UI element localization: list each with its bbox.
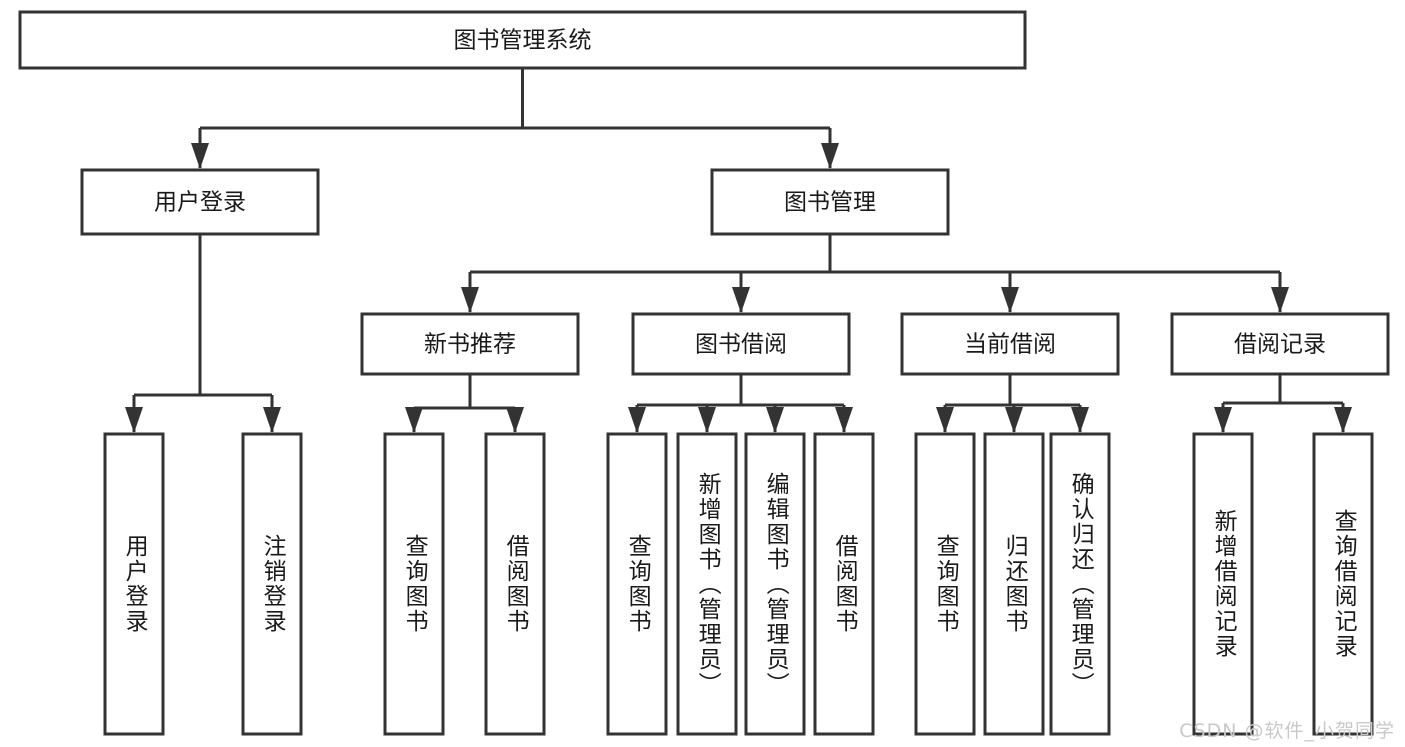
node-label-user-login: 用户登录 xyxy=(154,190,246,216)
node-box-leaf-add-record[interactable] xyxy=(1192,432,1254,736)
node-box-root[interactable] xyxy=(18,10,1027,70)
arrow-head-icon-leaf-user-login xyxy=(125,407,143,433)
arrow-head-icon-leaf-borrow-book xyxy=(835,407,853,433)
node-label-leaf-borrow-book-recommend: 借阅图书 xyxy=(502,534,529,634)
arrow-head-icon-leaf-logout xyxy=(263,407,281,433)
node-label-leaf-borrow-book: 借阅图书 xyxy=(831,534,858,634)
arrow-head-icon-book-borrow xyxy=(732,287,750,313)
node-label-borrow-record: 借阅记录 xyxy=(1234,332,1326,358)
arrow-head-icon-leaf-add-book xyxy=(698,407,716,433)
arrow-head-icon-leaf-add-record xyxy=(1214,407,1232,433)
arrow-head-icon-leaf-query-book-borrow xyxy=(628,407,646,433)
node-label-leaf-edit-book: 编辑图书（管理员） xyxy=(762,471,789,697)
arrow-head-icon-leaf-edit-book xyxy=(766,407,784,433)
node-box-leaf-query-book-borrow[interactable] xyxy=(606,432,668,736)
arrow-head-icon-borrow-record xyxy=(1271,287,1289,313)
node-box-book-manage[interactable] xyxy=(710,168,950,236)
node-label-leaf-logout: 注销登录 xyxy=(259,534,286,634)
arrow-head-icon-book-manage xyxy=(821,143,839,169)
watermark-text: CSDN @软件_小贺同学 xyxy=(1179,720,1395,742)
node-label-leaf-add-record: 新增借阅记录 xyxy=(1210,509,1237,659)
node-box-leaf-user-login[interactable] xyxy=(103,432,165,736)
node-label-leaf-query-book-current: 查询图书 xyxy=(932,534,959,634)
node-box-user-login[interactable] xyxy=(80,168,320,236)
node-box-leaf-borrow-book-recommend[interactable] xyxy=(484,432,546,736)
node-label-leaf-user-login: 用户登录 xyxy=(121,534,148,634)
node-box-leaf-borrow-book[interactable] xyxy=(813,432,875,736)
node-label-leaf-query-book-borrow: 查询图书 xyxy=(624,534,651,634)
node-box-new-book-recommend[interactable] xyxy=(360,312,580,376)
arrow-head-icon-leaf-borrow-book-recommend xyxy=(506,407,524,433)
boxes-layer xyxy=(18,10,1390,736)
node-box-leaf-add-book[interactable] xyxy=(676,432,738,736)
arrow-head-icon-leaf-query-book-current xyxy=(936,407,954,433)
arrow-head-icon-user-login xyxy=(191,143,209,169)
node-label-book-borrow: 图书借阅 xyxy=(695,332,787,358)
node-box-leaf-return-book[interactable] xyxy=(983,432,1045,736)
node-box-leaf-query-book-current[interactable] xyxy=(914,432,976,736)
node-box-leaf-query-record[interactable] xyxy=(1312,432,1374,736)
node-label-leaf-query-book-recommend: 查询图书 xyxy=(401,534,428,634)
node-box-leaf-query-book-recommend[interactable] xyxy=(383,432,445,736)
arrow-head-icon-leaf-query-record xyxy=(1334,407,1352,433)
node-box-leaf-confirm-return[interactable] xyxy=(1049,432,1111,736)
node-box-leaf-edit-book[interactable] xyxy=(744,432,806,736)
node-label-leaf-query-record: 查询借阅记录 xyxy=(1330,509,1357,659)
node-box-book-borrow[interactable] xyxy=(631,312,851,376)
arrow-head-icon-leaf-query-book-recommend xyxy=(405,407,423,433)
node-label-current-borrow: 当前借阅 xyxy=(964,332,1056,358)
arrow-head-icon-leaf-return-book xyxy=(1005,407,1023,433)
arrow-head-icon-current-borrow xyxy=(1001,287,1019,313)
node-label-new-book-recommend: 新书推荐 xyxy=(424,332,516,358)
node-label-root: 图书管理系统 xyxy=(454,28,592,54)
arrow-head-icon-leaf-confirm-return xyxy=(1071,407,1089,433)
node-box-borrow-record[interactable] xyxy=(1170,312,1390,376)
node-label-leaf-confirm-return: 确认归还（管理员） xyxy=(1067,471,1094,697)
node-box-leaf-logout[interactable] xyxy=(241,432,303,736)
node-box-current-borrow[interactable] xyxy=(900,312,1120,376)
arrow-head-icon-new-book-recommend xyxy=(461,287,479,313)
node-label-leaf-return-book: 归还图书 xyxy=(1001,534,1028,634)
node-label-book-manage: 图书管理 xyxy=(784,190,876,216)
connectors-layer xyxy=(125,68,1352,433)
node-label-leaf-add-book: 新增图书（管理员） xyxy=(694,471,721,697)
